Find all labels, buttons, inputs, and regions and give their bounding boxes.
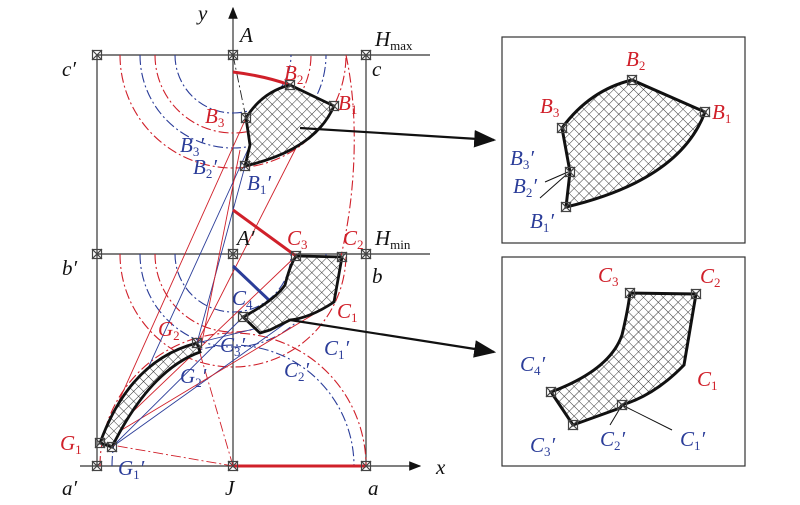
- point-c-prime: c′: [62, 57, 76, 81]
- label-G1: G1: [60, 431, 82, 457]
- inset-label-B3-prime: B3′: [510, 146, 534, 172]
- label-B2-prime: B2′: [193, 155, 217, 181]
- inset-label-B2-prime: B2′: [513, 174, 537, 200]
- inset-label-C3-prime: C3′: [530, 433, 556, 459]
- inset-label-C1: C1: [697, 367, 718, 393]
- label-C2: C2: [343, 226, 364, 252]
- point-c: c: [372, 57, 382, 81]
- inset-label-B1-prime: B1′: [530, 209, 554, 235]
- y-axis-label: y: [196, 1, 208, 25]
- inset-c-detail: C3 C2 C1 C4′ C3′ C2′ C1′: [501, 256, 746, 467]
- construction-lines: [99, 54, 335, 467]
- label-G1-prime: G1′: [118, 456, 145, 482]
- label-C4: C4: [232, 286, 253, 312]
- hatched-shapes: [98, 83, 344, 449]
- x-axis-label: x: [435, 455, 446, 479]
- inset-label-C2-prime: C2′: [600, 427, 626, 453]
- hmin-label: Hmin: [374, 226, 411, 252]
- point-b-prime: b′: [62, 256, 78, 280]
- label-C2-prime: C2′: [284, 358, 310, 384]
- shape-c: [240, 254, 344, 335]
- point-a-prime: a′: [62, 476, 78, 500]
- label-C1: C1: [337, 299, 358, 325]
- inset-label-C3: C3: [598, 263, 619, 289]
- inset-label-C4-prime: C4′: [520, 352, 546, 378]
- label-B3-prime: B3′: [180, 133, 204, 159]
- inset-label-B2: B2: [626, 47, 645, 73]
- label-C1-prime: C1′: [324, 336, 350, 362]
- shape-b: [243, 83, 336, 168]
- point-A-prime: A′: [235, 226, 255, 250]
- label-B2: B2: [284, 61, 303, 87]
- inset-label-C2: C2: [700, 264, 721, 290]
- label-B3: B3: [205, 104, 224, 130]
- point-b: b: [372, 264, 383, 288]
- point-J: J: [225, 476, 236, 500]
- inset-label-B1: B1: [712, 100, 731, 126]
- callout-arrows: [289, 126, 497, 358]
- hmax-label: Hmax: [374, 27, 413, 53]
- inset-label-C1-prime: C1′: [680, 427, 706, 453]
- label-B1-prime: B1′: [247, 171, 271, 197]
- point-a: a: [368, 476, 379, 500]
- label-C3-prime: C3′: [220, 333, 246, 359]
- main-labels: y x A A′ J a a′ b b′ c c′ Hmax Hmin B2 B…: [60, 1, 446, 500]
- inset-label-B3: B3: [540, 94, 559, 120]
- label-C3: C3: [287, 226, 308, 252]
- point-A: A: [238, 23, 253, 47]
- label-G2-prime: G2′: [180, 364, 207, 390]
- inset-b-detail: B2 B1 B3 B3′ B2′ B1′: [501, 36, 746, 244]
- label-G2: G2: [158, 317, 180, 343]
- label-B1: B1: [338, 91, 357, 117]
